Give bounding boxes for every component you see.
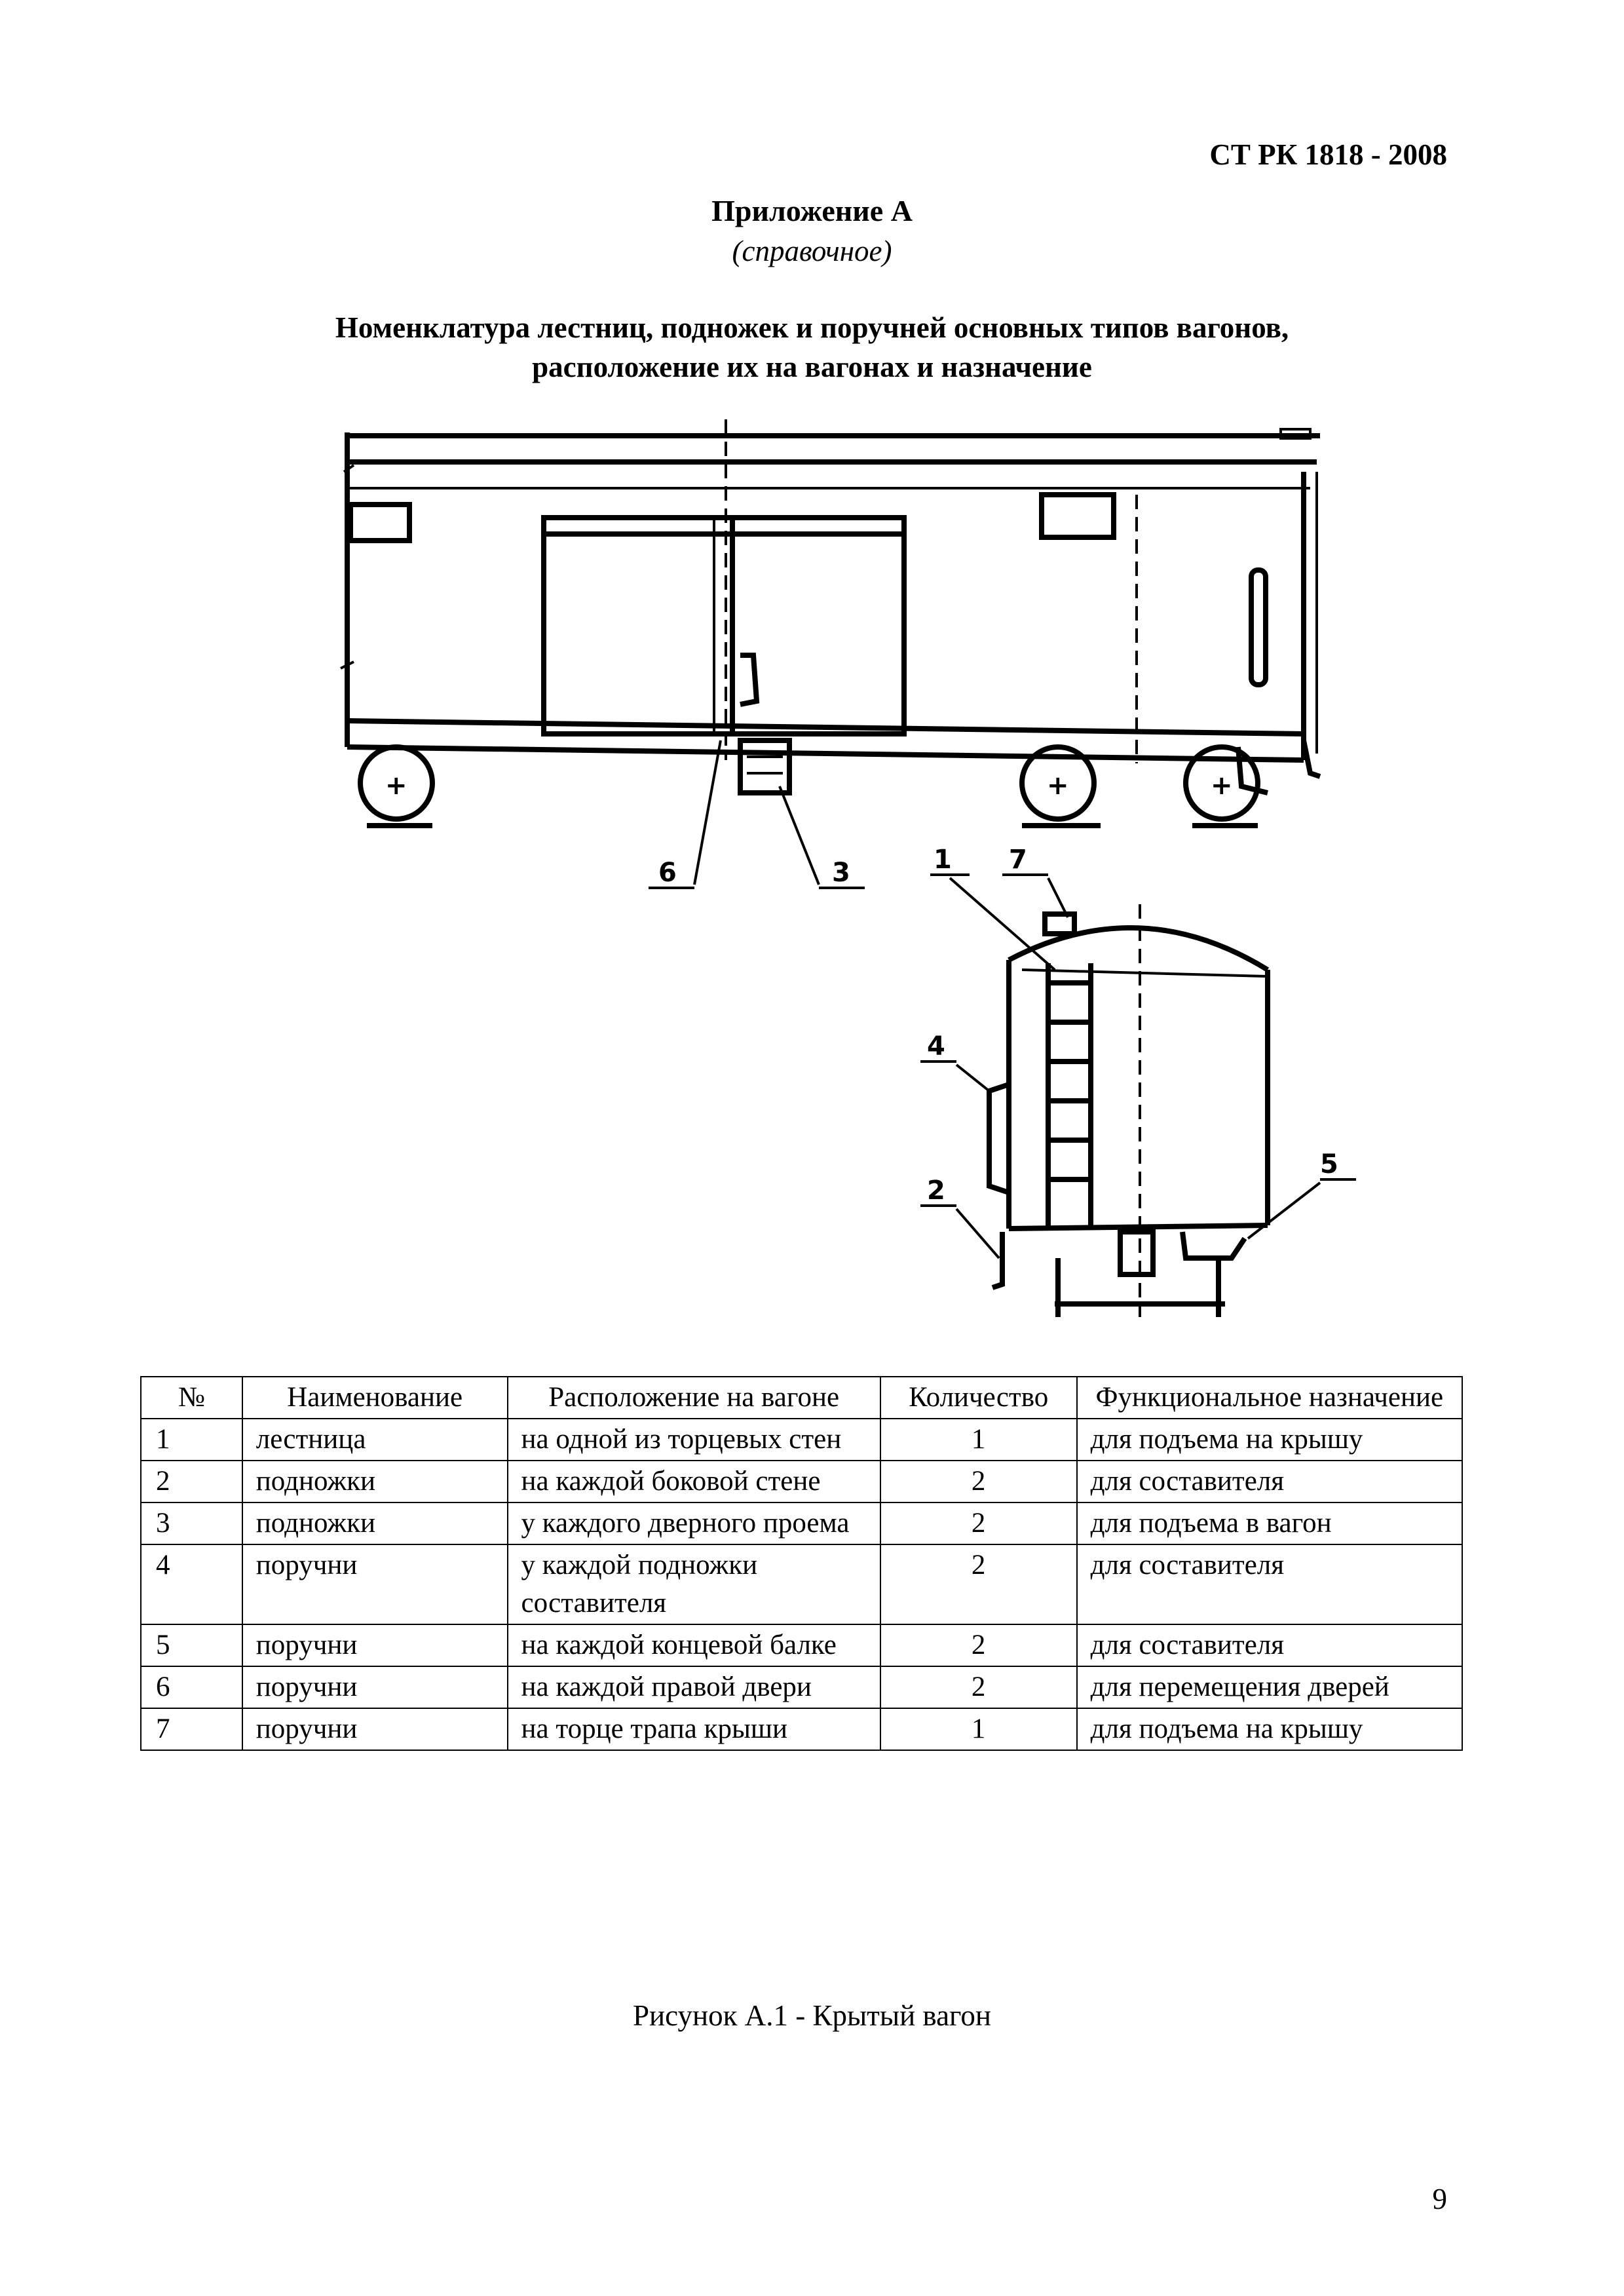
document-code: СТ РК 1818 - 2008: [1209, 138, 1447, 171]
table-row: 1 лестница на одной из торцевых стен 1 д…: [140, 1418, 1463, 1461]
col-header-location: Расположение на вагоне: [506, 1376, 881, 1419]
cell-purpose: для перемещения дверей: [1076, 1666, 1463, 1709]
wheel-axle-mark: +: [385, 771, 407, 801]
callout-3: 3: [832, 858, 850, 888]
cell-purpose: для подъема на крышу: [1076, 1708, 1463, 1751]
cell-number: 6: [140, 1666, 243, 1709]
callout-7: 7: [1009, 845, 1027, 875]
appendix-title: Приложение А: [711, 194, 913, 227]
callout-5: 5: [1320, 1149, 1338, 1179]
col-header-quantity: Количество: [879, 1376, 1078, 1419]
side-view: + + + 6 3: [340, 419, 1321, 889]
table-row: 2 подножки на каждой боковой стене 2 для…: [140, 1460, 1463, 1503]
cell-location: на одной из торцевых стен: [506, 1418, 881, 1461]
cell-quantity: 2: [879, 1460, 1078, 1503]
col-header-number: №: [140, 1376, 243, 1419]
cell-purpose: для подъема в вагон: [1076, 1502, 1463, 1545]
cell-name: лестница: [241, 1418, 508, 1461]
cell-number: 7: [140, 1708, 243, 1751]
cell-number: 3: [140, 1502, 243, 1545]
cell-name: поручни: [241, 1624, 508, 1667]
callout-1: 1: [934, 845, 952, 875]
wheel-axle-mark: +: [1211, 771, 1233, 801]
cell-quantity: 2: [879, 1666, 1078, 1709]
cell-name: подножки: [241, 1502, 508, 1545]
callout-6: 6: [658, 858, 677, 888]
cell-location: у каждой подножки составителя: [506, 1544, 881, 1625]
cell-quantity: 2: [879, 1502, 1078, 1545]
cell-purpose: для составителя: [1076, 1460, 1463, 1503]
cell-quantity: 2: [879, 1624, 1078, 1667]
cell-purpose: для составителя: [1076, 1624, 1463, 1667]
nomenclature-table: № Наименование Расположение на вагоне Ко…: [140, 1376, 1463, 1751]
callout-4: 4: [927, 1031, 945, 1062]
cell-location: у каждого дверного проема: [506, 1502, 881, 1545]
cell-location: на каждой правой двери: [506, 1666, 881, 1709]
table-row: 7 поручни на торце трапа крыши 1 для под…: [140, 1708, 1463, 1751]
cell-purpose: для подъема на крышу: [1076, 1418, 1463, 1461]
end-view: 1 7 4 2 5: [920, 845, 1356, 1317]
table-row: 5 поручни на каждой концевой балке 2 для…: [140, 1624, 1463, 1667]
cell-location: на каждой концевой балке: [506, 1624, 881, 1667]
cell-name: поручни: [241, 1544, 508, 1625]
page-number: 9: [1432, 2183, 1448, 2215]
cell-name: поручни: [241, 1708, 508, 1751]
cell-name: подножки: [241, 1460, 508, 1503]
appendix-subtitle: (справочное): [732, 235, 892, 267]
figure-caption: Рисунок А.1 - Крытый вагон: [633, 1999, 991, 2032]
cell-number: 1: [140, 1418, 243, 1461]
main-title: Номенклатура лестниц, подножек и поручне…: [0, 308, 1624, 387]
main-title-line2: расположение их на вагонах и назначение: [532, 351, 1092, 383]
col-header-name: Наименование: [241, 1376, 508, 1419]
cell-number: 4: [140, 1544, 243, 1625]
cell-quantity: 1: [879, 1708, 1078, 1751]
cell-number: 5: [140, 1624, 243, 1667]
cell-quantity: 1: [879, 1418, 1078, 1461]
table-row: 4 поручни у каждой подножки составителя …: [140, 1544, 1463, 1625]
cell-number: 2: [140, 1460, 243, 1503]
wagon-drawing: + + + 6 3: [340, 419, 1356, 1317]
callout-2: 2: [927, 1176, 945, 1206]
main-title-line1: Номенклатура лестниц, подножек и поручне…: [335, 311, 1289, 344]
cell-name: поручни: [241, 1666, 508, 1709]
cell-purpose: для составителя: [1076, 1544, 1463, 1625]
cell-location: на торце трапа крыши: [506, 1708, 881, 1751]
table-header-row: № Наименование Расположение на вагоне Ко…: [140, 1376, 1463, 1419]
wheel-axle-mark: +: [1047, 771, 1069, 801]
table-row: 3 подножки у каждого дверного проема 2 д…: [140, 1502, 1463, 1545]
col-header-purpose: Функциональное назначение: [1076, 1376, 1463, 1419]
cell-quantity: 2: [879, 1544, 1078, 1625]
cell-location: на каждой боковой стене: [506, 1460, 881, 1503]
table-row: 6 поручни на каждой правой двери 2 для п…: [140, 1666, 1463, 1709]
